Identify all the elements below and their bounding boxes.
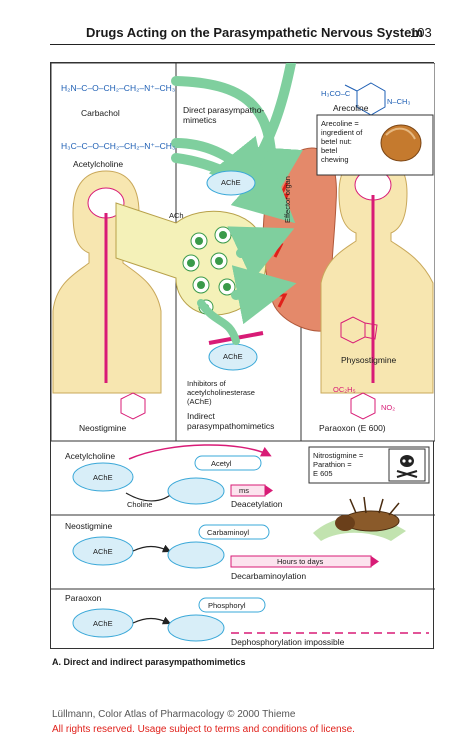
direct-action-arrows: [171, 63, 303, 325]
ach-label: ACh: [169, 211, 184, 220]
acetylcholine-formula: H₃C–C–O–CH₂–CH₂–N⁺–CH₃: [61, 141, 176, 151]
footer-credit: Lüllmann, Color Atlas of Pharmacology © …: [52, 709, 296, 720]
row3-product-tag: [198, 597, 266, 613]
row3-enzyme: AChE: [93, 619, 113, 628]
figure-caption: A. Direct and indirect parasympathomimet…: [52, 657, 246, 667]
skull-icon: [396, 455, 418, 478]
right-body: [320, 154, 434, 394]
row3-process: Dephosphorylation impossible: [231, 637, 345, 647]
physostigmine-structure: [340, 316, 378, 344]
row1-enzyme: AChE: [93, 473, 113, 482]
footer-license: All rights reserved. Usage subject to te…: [52, 724, 355, 735]
row3-ache-phosphorylated: [167, 614, 225, 642]
ache-top-label: AChE: [221, 178, 241, 187]
page-header-title: Drugs Acting on the Parasympathetic Nerv…: [86, 25, 423, 40]
paraoxon-structure: [350, 392, 376, 420]
neostigmine-label: Neostigmine: [79, 423, 127, 433]
beetle-image: [313, 496, 406, 541]
indirect-label: Indirect parasympathomimetics: [187, 411, 275, 431]
row1-arrow-top: [128, 444, 272, 460]
acetylcholine-label: Acetylcholine: [73, 159, 124, 169]
paraoxon-label: Paraoxon (E 600): [319, 423, 386, 433]
row1-substrate: Acetylcholine: [65, 451, 116, 461]
row1-leaving: Choline: [127, 500, 153, 509]
row1-time: ms: [239, 486, 249, 495]
figure-frame: H₂N–C–O–CH₂–CH₂–N⁺–CH₃ Carbachol H₃C–C–O…: [50, 62, 435, 649]
effector-label: Effector organ: [283, 176, 292, 223]
row1-product-tag: [194, 455, 262, 471]
row1-product: Acetyl: [211, 459, 232, 468]
row1-process: Deacetylation: [231, 499, 283, 509]
carbachol-formula: H₂N–C–O–CH₂–CH₂–N⁺–CH₃: [61, 83, 176, 93]
row2-process: Decarbaminoylation: [231, 571, 307, 581]
header-rule: [50, 44, 435, 45]
oc2h5-label: OC₂H₅: [333, 385, 356, 394]
row2-substrate: Neostigmine: [65, 521, 113, 531]
arecoline-note: Arecoline = ingredient of betel nut: bet…: [321, 119, 363, 164]
direct-label: Direct parasympatho- mimetics: [183, 105, 265, 125]
nitrostigmine-note: Nitrostigmine = Parathion = E 605: [313, 451, 364, 478]
arecoline-label: Arecoline: [333, 103, 369, 113]
row3-product: Phosphoryl: [208, 601, 246, 610]
row2-ache-carbaminoylated: [167, 541, 225, 569]
arecoline-formula-a: H₃CO–C: [321, 89, 351, 98]
neostigmine-structure: [120, 392, 146, 420]
page-number: 103: [410, 25, 432, 40]
row2-time: Hours to days: [277, 557, 324, 566]
inhibitors-label: Inhibitors of acetylcholinesterase (AChE…: [187, 379, 255, 406]
carbachol-label: Carbachol: [81, 108, 120, 118]
figure-illustration: [51, 63, 435, 642]
ache-blob-inhibited: [208, 343, 258, 371]
betel-nut-image: [380, 124, 422, 162]
row1-ache-acetylated: [167, 477, 225, 505]
row2-enzyme: AChE: [93, 547, 113, 556]
row2-product: Carbaminoyl: [207, 528, 250, 537]
physostigmine-label: Physostigmine: [341, 355, 397, 365]
row2-product-tag: [198, 524, 270, 540]
row3-substrate: Paraoxon: [65, 593, 102, 603]
ache-blob-top: [206, 170, 256, 196]
arecoline-formula-b: N–CH₃: [387, 97, 411, 106]
no2-label: NO₂: [381, 403, 396, 412]
ache-inhibited-label: AChE: [223, 352, 243, 361]
row1-ache: [72, 462, 134, 492]
